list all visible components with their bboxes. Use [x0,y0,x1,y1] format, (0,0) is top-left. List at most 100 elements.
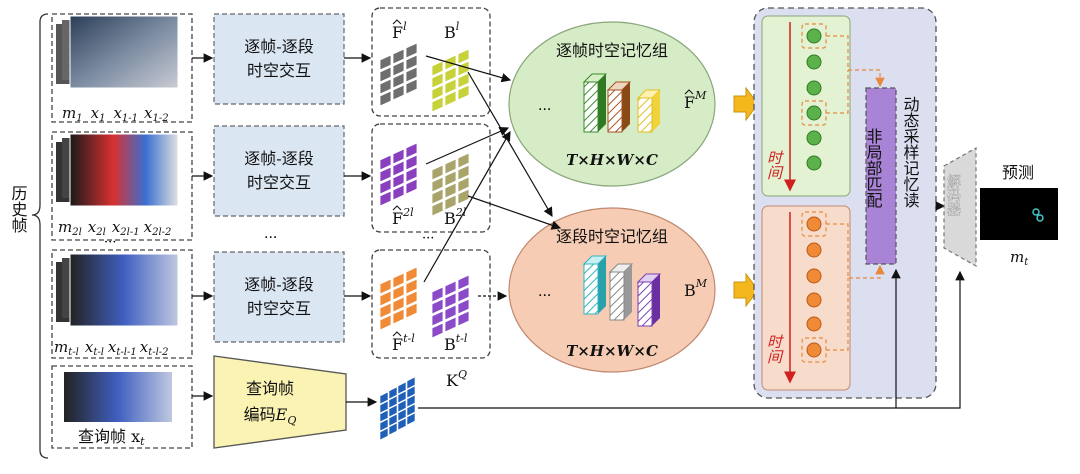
feature-cell [405,142,418,159]
feature-cell [457,72,470,89]
feature-cell [431,164,444,181]
query-encoder-line2: 编码EQ [244,405,297,427]
arrow [425,126,510,165]
frame-group-3 [51,249,193,359]
query-frame-thumb [64,372,172,422]
feature-b-label-3: Bt-l [444,332,468,354]
feature-cell [457,152,470,169]
feature-cell [379,66,392,83]
interaction-text-3a: 逐帧-逐段 [244,275,313,294]
prediction-mask [980,188,1058,240]
feature-cell [431,322,444,339]
key-cell [388,386,398,400]
feature-cell [405,54,418,71]
interaction-text-1b: 时空交互 [247,61,311,80]
feature-cell [392,296,405,313]
feature-cell [392,284,405,301]
feature-cell [431,72,444,89]
interaction-text-2b: 时空交互 [247,173,311,192]
feature-cell [405,154,418,171]
key-label: KQ [446,368,467,390]
feature-b-label-2: B2l [444,206,467,228]
key-cell [379,418,389,432]
feature-grid-f1 [379,42,418,107]
key-cell [406,385,416,399]
feature-cell [392,160,405,177]
key-cell [388,404,398,418]
query-encoder [213,355,347,449]
frames-stack-1 [56,15,179,89]
feature-f-label-3: Ft-l [392,332,415,354]
feature-grid-b1 [431,48,470,113]
time-label-bottom: 时间 [765,334,784,364]
feature-cell [444,78,457,95]
feature-cell [457,286,470,303]
feature-cell [379,278,392,295]
history-bracket [31,13,49,459]
feature-cell [431,298,444,315]
key-cell [397,399,407,413]
feature-cell [405,266,418,283]
frame-memory-dims: T×H×W×C [566,151,658,169]
feature-cell [392,72,405,89]
feature-cell [444,304,457,321]
feature-cell [457,164,470,181]
feature-cell [431,310,444,327]
query-encoder-line1: 查询帧 [246,379,294,398]
feature-ellipsis: ··· [422,231,434,246]
frame-memory-title: 逐帧时空记忆组 [556,41,668,60]
key-cell [397,390,407,404]
key-cell [406,394,416,408]
segment-memory-ellipsis: ... [538,284,551,300]
prediction-title: 预测 [1002,163,1034,182]
prediction-blob [1032,208,1044,222]
prediction-label: mt [1010,248,1029,268]
segment-memory-title: 逐段时空记忆组 [556,227,668,246]
feature-cell [444,158,457,175]
feature-cell [392,148,405,165]
feature-box-1 [371,7,491,117]
decoder [943,146,977,268]
key-feature-grid [379,376,416,441]
feature-cell [457,274,470,291]
feature-b-label-1: Bl [444,20,460,42]
feature-cell [392,172,405,189]
svg-text:mt-lxt-lxt-l-1xt-l-2: mt-lxt-lxt-l-1xt-l-2 [54,338,169,358]
frames-stack-3 [56,253,179,327]
interaction-block-3 [213,251,345,343]
frame-memory-tensors [582,73,662,133]
interaction-text-3b: 时空交互 [247,299,311,318]
feature-cell [392,84,405,101]
block-arrow-bottom [733,272,759,308]
feature-cell [379,154,392,171]
arrow [425,55,512,83]
key-cell [406,412,416,426]
frame-memory-ellipsis: ... [538,98,551,114]
frame-group-2 [51,131,193,241]
feature-cell [457,60,470,77]
feature-cell [405,290,418,307]
feature-grid-f3 [379,266,418,331]
dynamic-read-label: 动态采样记忆读 [901,96,920,208]
feature-cell [405,278,418,295]
segment-memory-out: BM [684,277,708,300]
frame-group-1 [51,13,193,123]
feature-cell [379,178,392,195]
feature-f-label-1: Fl [392,20,407,42]
feature-cell [444,66,457,83]
hat-mark [392,331,402,337]
feature-cell [444,280,457,297]
feature-cell [392,272,405,289]
feature-cell [457,84,470,101]
decoder-label: 解码器 [945,174,961,216]
interaction-text-2a: 逐帧-逐段 [244,149,313,168]
feature-cell [444,316,457,333]
interaction-block-1 [213,13,345,105]
feature-cell [457,310,470,327]
feature-cell [392,48,405,65]
feature-cell [405,178,418,195]
feature-grid-f2 [379,142,418,207]
